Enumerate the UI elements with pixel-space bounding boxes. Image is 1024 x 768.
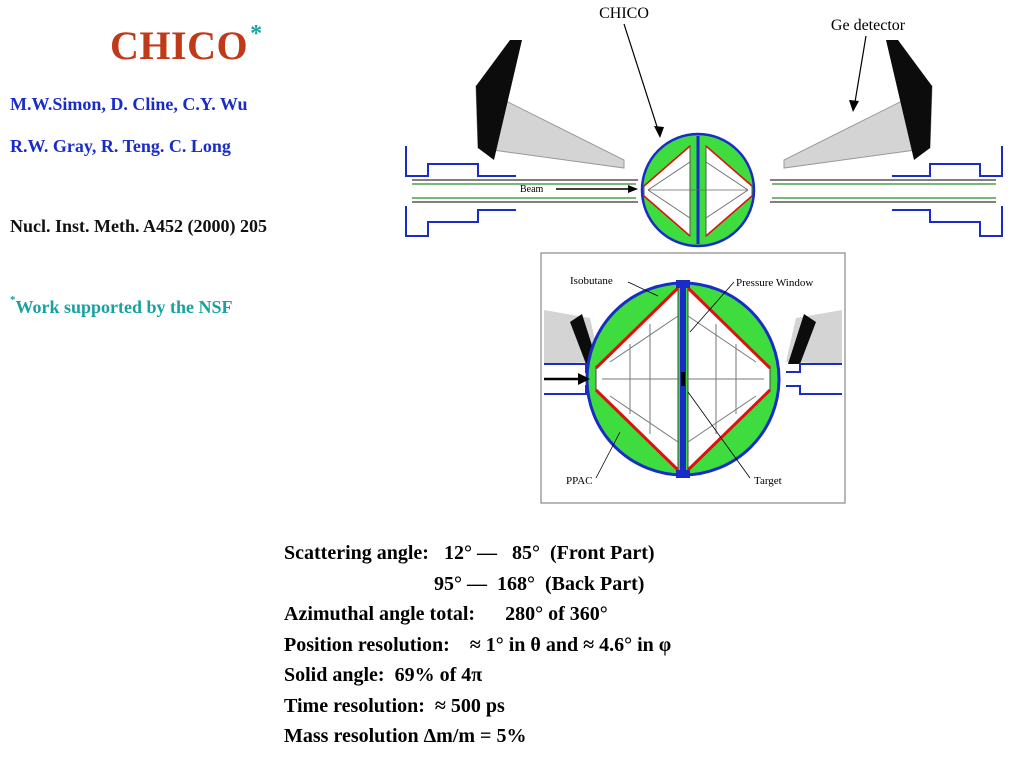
beam-pipe-right [892,146,1003,237]
chico-pointer-line [623,23,661,137]
beam-arrow-head [628,185,638,193]
spec-position-resolution: Position resolution: ≈ 1° in θ and ≈ 4.6… [284,633,672,656]
label-ppac: PPAC [566,475,593,487]
cs-beam-arrow-head [578,373,590,385]
spec-time-resolution: Time resolution: ≈ 500 ps [284,694,505,717]
cs-ppac-detectors [594,286,772,472]
specs-list: Scattering angle: 12° — 85° (Front Part)… [284,538,671,752]
spec-scattering-back: 95° — 168° (Back Part) [284,572,645,595]
support-text: Work supported by the NSF [15,297,233,317]
title-footnote-mark: * [250,20,263,47]
journal-reference: Nucl. Inst. Meth. A452 (2000) 205 [10,216,267,236]
label-chico: CHICO [599,5,649,22]
cs-ge-right-crystal [788,314,816,364]
spec-mass-resolution: Mass resolution Δm/m = 5% [284,725,527,747]
ge-pointer-arrowhead [849,100,859,112]
cs-target [681,372,685,386]
spec-scattering-front: Scattering angle: 12° — 85° (Front Part) [284,542,655,564]
label-pressure-window: Pressure Window [736,277,813,289]
authors-line-2: R.W. Gray, R. Teng. C. Long [10,136,231,156]
label-isobutane: Isobutane [570,275,613,287]
beam-line-black [412,179,996,203]
support-note: *Work supported by the NSF [10,294,233,318]
title-text: CHICO [110,23,249,68]
chico-pointer-arrowhead [654,126,664,138]
spec-solid-angle: Solid angle: 69% of 4π [284,664,483,686]
ge-detector-right-cone [783,85,933,169]
label-beam: Beam [520,184,544,195]
ge-pointer-line [853,35,867,109]
cs-label-pointers [595,281,751,479]
chico-overview-figure: CHICO Ge detector Beam [405,5,1003,248]
beam-line [412,183,996,199]
support-mark: * [10,294,16,306]
label-target: Target [754,475,782,487]
ge-detector-left-crystal [476,40,522,160]
label-ge-detector: Ge detector [831,17,906,34]
spec-azimuthal: Azimuthal angle total: 280° of 360° [284,603,608,625]
ge-detector-right-crystal [886,40,932,160]
beam-pipe-left [405,146,516,237]
slide-title: CHICO* [110,20,263,69]
chico-cross-section-figure: Isobutane Pressure Window PPAC Target [540,252,846,504]
authors-line-1: M.W.Simon, D. Cline, C.Y. Wu [10,94,248,114]
cs-grid-lines [602,315,764,443]
